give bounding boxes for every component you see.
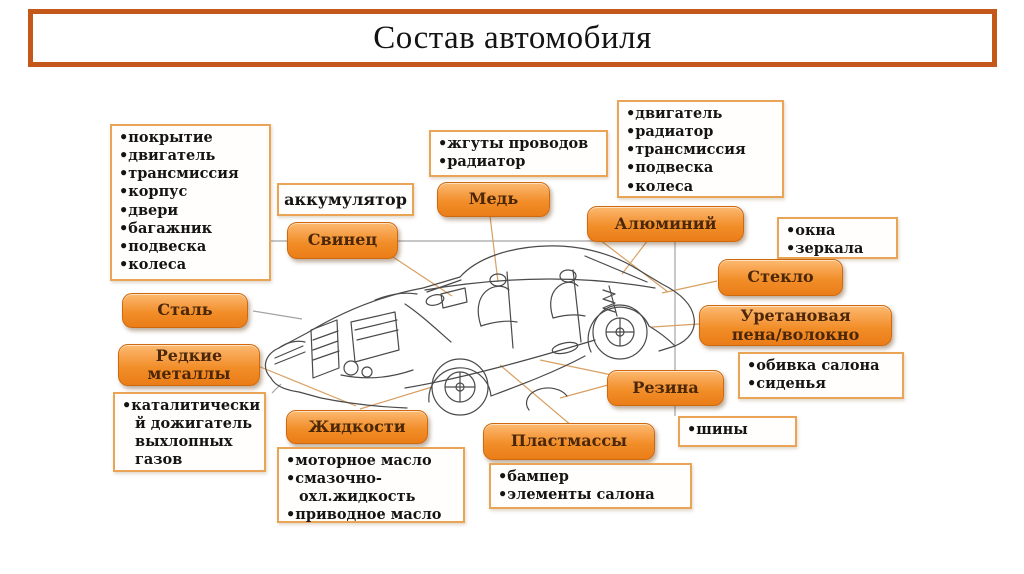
parts-list-urethane: обивка салонасиденья — [738, 352, 904, 399]
material-label-glass: Стекло — [747, 267, 814, 287]
list-item: покрытие — [119, 129, 262, 147]
list-item: корпус — [119, 183, 262, 201]
list-item: двери — [119, 202, 262, 220]
list-item: смазочно-охл.жидкость — [286, 470, 456, 506]
list-item: двигатель — [119, 147, 262, 165]
material-label-copper: Медь — [468, 189, 519, 209]
parts-list-plastics: бамперэлементы салона — [489, 463, 692, 509]
material-label-plastics: Пластмассы — [510, 431, 628, 451]
parts-list-steel-items: покрытиедвигательтрансмиссиякорпусдвериб… — [119, 129, 262, 274]
list-item: подвеска — [119, 238, 262, 256]
list-item: подвеска — [626, 159, 775, 177]
list-item: моторное масло — [286, 452, 456, 470]
material-button-liquids: Жидкости — [286, 410, 428, 444]
parts-list-aluminum: двигательрадиатортрансмиссияподвескаколе… — [617, 100, 784, 198]
list-item: жгуты проводов — [438, 135, 599, 153]
list-item: колеса — [626, 178, 775, 196]
parts-list-rare-metals: каталитически й дожигатель выхлопных газ… — [113, 392, 266, 472]
list-item: бампер — [498, 468, 683, 486]
parts-list-rubber: шины — [678, 416, 797, 447]
material-label-rare-metals: Редкие металлы — [147, 345, 231, 383]
list-item: обивка салона — [747, 357, 895, 375]
list-item: радиатор — [438, 153, 599, 171]
material-button-lead: Свинец — [287, 222, 398, 259]
parts-list-liquids: моторное маслосмазочно-охл.жидкостьприво… — [277, 447, 465, 523]
material-button-aluminum: Алюминий — [587, 206, 744, 242]
parts-list-rare-metals-items: каталитически й дожигатель выхлопных газ… — [122, 397, 260, 470]
material-label-lead: Свинец — [307, 230, 378, 250]
material-label-aluminum: Алюминий — [614, 213, 717, 233]
slide-title-banner: Состав автомобиля — [28, 9, 997, 67]
list-item: элементы салона — [498, 486, 683, 504]
list-item: зеркала — [786, 240, 889, 258]
parts-list-glass: окназеркала — [777, 217, 898, 259]
parts-list-aluminum-items: двигательрадиатортрансмиссияподвескаколе… — [626, 105, 775, 196]
list-item: радиатор — [626, 123, 775, 141]
list-item: колеса — [119, 256, 262, 274]
material-label-urethane-foam: Уретановая пена/волокно — [731, 306, 860, 344]
list-item: трансмиссия — [119, 165, 262, 183]
parts-list-copper: жгуты проводоврадиатор — [429, 130, 608, 177]
material-label-steel: Сталь — [157, 300, 213, 320]
parts-list-plastics-items: бамперэлементы салона — [498, 468, 683, 504]
parts-list-rubber-items: шины — [687, 421, 788, 439]
parts-list-copper-items: жгуты проводоврадиатор — [438, 135, 599, 171]
list-item: двигатель — [626, 105, 775, 123]
list-item: багажник — [119, 220, 262, 238]
parts-list-steel: покрытиедвигательтрансмиссиякорпусдвериб… — [110, 124, 271, 281]
material-button-plastics: Пластмассы — [483, 423, 655, 460]
list-item: шины — [687, 421, 788, 439]
list-item: каталитически й дожигатель выхлопных газ… — [122, 397, 260, 470]
parts-box-battery: аккумулятор — [277, 183, 414, 216]
list-item: приводное масло — [286, 506, 456, 524]
parts-list-glass-items: окназеркала — [786, 222, 889, 258]
list-item: сиденья — [747, 375, 895, 393]
list-item: окна — [786, 222, 889, 240]
material-label-rubber: Резина — [632, 377, 699, 397]
car-cutaway-illustration — [264, 245, 695, 416]
material-label-liquids: Жидкости — [308, 416, 406, 436]
material-button-copper: Медь — [437, 182, 550, 217]
list-item: трансмиссия — [626, 141, 775, 159]
slide-title: Состав автомобиля — [373, 19, 652, 56]
material-button-urethane-foam: Уретановая пена/волокно — [699, 305, 892, 346]
battery-label: аккумулятор — [284, 190, 407, 209]
material-button-glass: Стекло — [718, 259, 843, 296]
material-button-rare-metals: Редкие металлы — [118, 344, 260, 386]
material-button-rubber: Резина — [607, 370, 724, 406]
material-button-steel: Сталь — [122, 293, 248, 328]
parts-list-urethane-items: обивка салонасиденья — [747, 357, 895, 393]
parts-list-liquids-items: моторное маслосмазочно-охл.жидкостьприво… — [286, 452, 456, 525]
